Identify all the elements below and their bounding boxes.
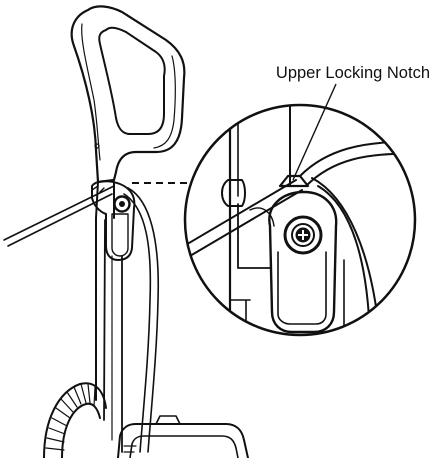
power-cord-down bbox=[127, 187, 160, 453]
zoom-screw-cross bbox=[298, 230, 308, 240]
latch-screw-ring bbox=[113, 195, 131, 213]
zoom-lens-outline bbox=[183, 103, 417, 337]
base-housing bbox=[117, 423, 249, 458]
lower-tube-left bbox=[103, 219, 106, 421]
zoom-cord-3 bbox=[311, 177, 381, 335]
base-housing-inner bbox=[129, 435, 239, 458]
zoom-latch-arm-inner bbox=[277, 251, 327, 325]
handle-contour-2 bbox=[153, 55, 176, 149]
zoom-pivot-left bbox=[221, 179, 246, 207]
power-cord-left-2 bbox=[7, 193, 113, 247]
power-cord-down-2 bbox=[123, 193, 152, 453]
callout-label-upper-locking-notch: Upper Locking Notch bbox=[276, 64, 430, 82]
zoom-screw-outer bbox=[283, 215, 323, 255]
callout-pointer-line bbox=[292, 83, 337, 181]
handle-contour bbox=[81, 23, 101, 161]
zoom-block bbox=[237, 203, 271, 269]
zoom-frame-bottom bbox=[229, 299, 251, 335]
zoom-latch-arm bbox=[268, 190, 338, 334]
hinge-notch bbox=[91, 185, 105, 193]
handle-grip-inner bbox=[98, 26, 166, 135]
vacuum-body bbox=[3, 5, 249, 458]
handle-rivet bbox=[94, 143, 100, 149]
zoom-detail bbox=[183, 103, 417, 337]
zoom-cord-1 bbox=[185, 179, 297, 267]
latch-housing bbox=[91, 180, 136, 261]
flex-hose bbox=[43, 382, 107, 458]
base-detail bbox=[123, 445, 137, 453]
zoom-casing-curve bbox=[299, 140, 415, 177]
shaft-tube-left bbox=[95, 181, 99, 401]
latch-screw-core bbox=[119, 201, 125, 207]
base-latch bbox=[155, 415, 181, 425]
handle-grip-outer bbox=[70, 5, 186, 184]
locking-notch bbox=[278, 174, 310, 188]
zoom-cord-2 bbox=[185, 189, 303, 277]
latch-slot bbox=[111, 213, 129, 257]
power-cord-left bbox=[3, 185, 115, 241]
zoom-screw-mid bbox=[291, 223, 315, 247]
